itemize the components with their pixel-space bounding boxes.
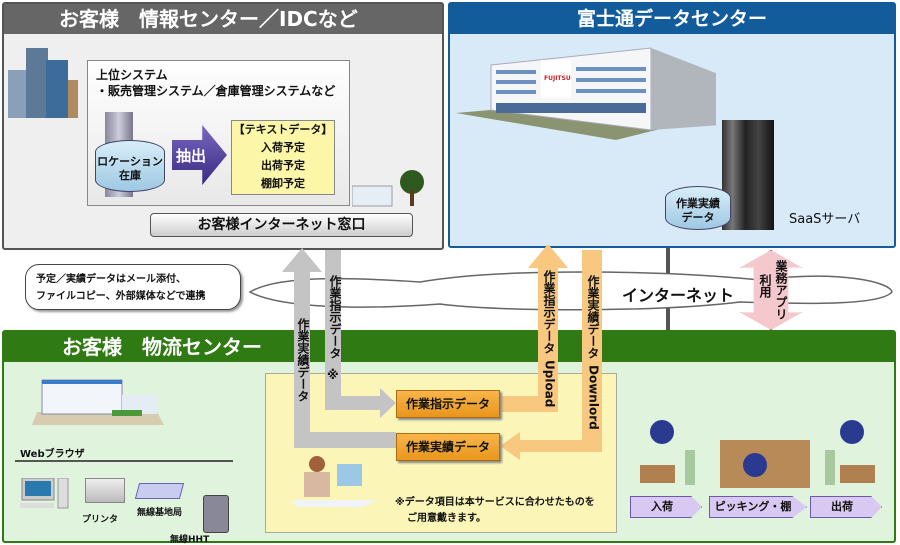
db-label-data: データ (681, 211, 715, 224)
integration-callout: 予定／実績データはメール添付、 ファイルコピー、外部媒体などで連携 (25, 264, 241, 310)
db-label-location: ロケーション (97, 155, 163, 168)
download-label: 作業実績データ (586, 275, 600, 359)
printer-icon (85, 478, 125, 503)
note-line-1: ※データ項目は本サービスに合わせたものを (395, 497, 595, 508)
handheld-terminal-icon (203, 495, 229, 533)
data-items-note: ※データ項目は本サービスに合わせたものを ご用意戴きます。 (395, 495, 595, 527)
customer-internet-window-button[interactable]: お客様インターネット窓口 (150, 213, 413, 237)
gray-instructions-arrow (325, 250, 396, 418)
fujitsu-building-image: FUJITSU (456, 45, 721, 140)
handheld-terminal-label: 無線HHT (170, 535, 210, 545)
process-step-shipping: 出荷 (810, 496, 882, 518)
db-label-stock: 在庫 (119, 169, 141, 182)
work-result-data-box: 作業実績データ (396, 433, 500, 461)
upload-arrow (500, 244, 568, 412)
callout-line-2: ファイルコピー、外部媒体などで連携 (36, 291, 206, 302)
text-data-item: 出荷予定 (261, 159, 305, 172)
db-label-work-results: 作業実績 (676, 197, 720, 210)
customer-info-center-panel: お客様 情報センター／IDCなど (2, 2, 444, 250)
operator-woman-image (292, 452, 377, 507)
lan-line (15, 460, 233, 462)
warehouse-building-image (32, 370, 164, 425)
fujitsu-data-center-title: 富士通データセンター (450, 4, 894, 34)
wireless-base-station-label: 無線基地局 (137, 508, 183, 518)
work-results-database: 作業実績 データ (665, 186, 731, 230)
upload-label: 作業指示データ (542, 270, 556, 354)
usage-label: 利用 (758, 274, 772, 298)
office-buildings-image (8, 40, 78, 118)
text-data-item: 棚卸予定 (261, 177, 305, 190)
upper-system-detail: ・販売管理システム／倉庫管理システムなど (96, 84, 336, 98)
saas-server-label: SaaSサーバ (789, 212, 861, 227)
warehouse-workers-image (640, 420, 885, 490)
gray-results-arrow-label: 作業実績データ (296, 318, 310, 402)
note-line-2: ご用意戴きます。 (407, 513, 486, 524)
download-arrow-label: 作業実績データ Downlord (585, 275, 602, 430)
gray-results-arrow (282, 248, 396, 448)
upload-arrow-label: 作業指示データ Upload (541, 270, 558, 407)
wireless-base-station-icon (134, 483, 185, 499)
process-step-receiving: 入荷 (630, 496, 702, 518)
upload-suffix: Upload (542, 360, 557, 408)
callout-line-1: 予定／実績データはメール添付、 (36, 274, 186, 285)
internet-label: インターネット (622, 286, 735, 305)
gray-instructions-arrow-label: 作業指示データ (328, 275, 342, 359)
fujitsu-logo: FUJITSU (544, 75, 571, 82)
web-browser-label: Webブラウザ (20, 449, 85, 460)
text-data-title: 【テキストデータ】 (233, 123, 333, 136)
small-office-tree-image (351, 168, 430, 208)
work-instruction-data-box: 作業指示データ (396, 390, 500, 418)
customer-info-center-title: お客様 情報センター／IDCなど (4, 4, 442, 34)
process-step-picking-inventory: ピッキング・棚卸 (709, 496, 807, 518)
download-arrow (500, 250, 602, 460)
internet-cloud (240, 266, 896, 314)
text-data-box: 【テキストデータ】 入荷予定 出荷予定 棚卸予定 (231, 120, 335, 195)
extract-label: 抽出 (176, 147, 207, 165)
gray-instructions-note-mark: ※ (327, 368, 339, 382)
download-suffix: Downlord (586, 365, 601, 430)
business-app-label: 業務アプリ (774, 260, 788, 320)
logistics-center-title: お客様 物流センター (4, 332, 894, 362)
printer-label: プリンタ (82, 515, 119, 525)
pc-icon (20, 477, 70, 510)
text-data-item: 入荷予定 (261, 141, 305, 154)
upper-system-title: 上位システム (96, 68, 168, 82)
location-stock-database: ロケーション 在庫 (95, 140, 165, 192)
